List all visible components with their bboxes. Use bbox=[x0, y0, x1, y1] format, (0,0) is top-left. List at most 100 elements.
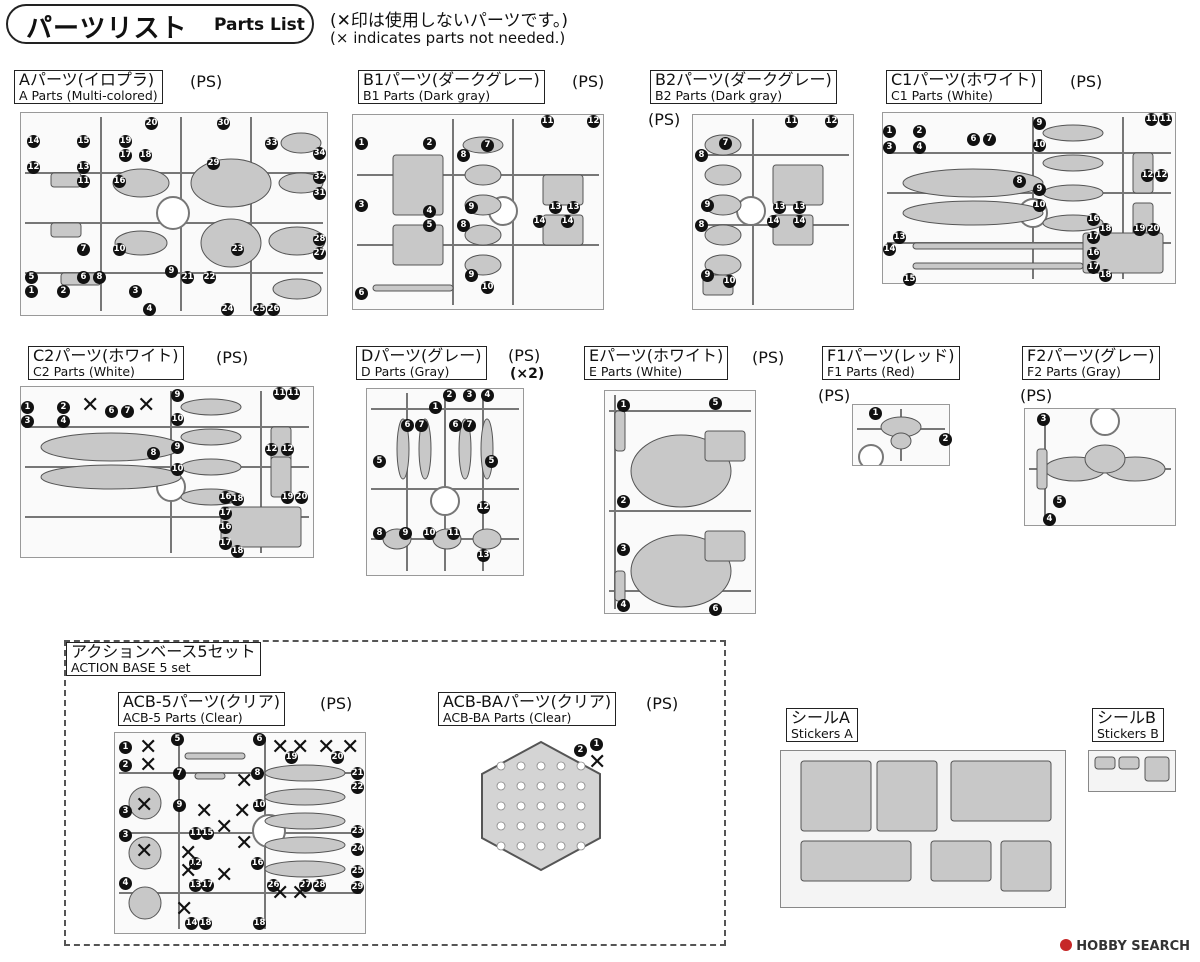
part-number-acb5: 10 bbox=[253, 799, 266, 812]
plastic-part bbox=[264, 812, 346, 830]
plastic-part bbox=[180, 458, 242, 476]
part-number-f1: 2 bbox=[939, 433, 952, 446]
hobby-logo-icon bbox=[1060, 939, 1073, 951]
part-number-d: 10 bbox=[423, 527, 436, 540]
part-number-c2: 6 bbox=[105, 405, 118, 418]
page-title-en: Parts List bbox=[214, 15, 305, 35]
runner-b1-label: B1パーツ(ダークグレー) B1 Parts (Dark gray) bbox=[358, 70, 545, 104]
not-needed-x-icon: ✕ bbox=[81, 393, 100, 418]
not-needed-x-icon: ✕ bbox=[135, 793, 154, 818]
plastic-part bbox=[890, 432, 912, 450]
part-number-acb5: 25 bbox=[351, 865, 364, 878]
part-number-acb5: 15 bbox=[201, 827, 214, 840]
part-number-c2: 11 bbox=[273, 387, 286, 400]
brand-site-label: HOBBY SEARCH bbox=[1076, 939, 1190, 954]
part-number-b1: 13 bbox=[567, 201, 580, 214]
runner-acb5-name-jp: ACB-5パーツ(クリア) bbox=[123, 692, 280, 711]
runner-b2-art bbox=[697, 119, 849, 305]
part-number-c2: 16 bbox=[219, 521, 232, 534]
part-number-a: 33 bbox=[265, 137, 278, 150]
part-number-acb5: 29 bbox=[351, 881, 364, 894]
part-number-c1: 1 bbox=[883, 125, 896, 138]
plastic-part bbox=[114, 230, 168, 256]
plate-hole bbox=[556, 801, 566, 811]
runner-f2-art bbox=[1029, 409, 1171, 521]
runner-a-art bbox=[25, 117, 326, 311]
part-number-acb5: 14 bbox=[185, 917, 198, 930]
runner-b2-ps: (PS) bbox=[648, 110, 681, 129]
part-number-c2: 12 bbox=[265, 443, 278, 456]
runner-b2-name-jp: B2パーツ(ダークグレー) bbox=[655, 70, 832, 89]
part-number-b1: 9 bbox=[465, 269, 478, 282]
plastic-part bbox=[128, 836, 162, 870]
part-number-a: 25 bbox=[253, 303, 266, 316]
plastic-part bbox=[912, 242, 1094, 250]
plate-hole bbox=[536, 781, 546, 791]
plate-hole bbox=[576, 841, 586, 851]
runner-acbba-label: ACB-BAパーツ(クリア) ACB-BA Parts (Clear) bbox=[438, 692, 617, 726]
runner-f1-art bbox=[857, 409, 945, 465]
runner-c1-label: C1パーツ(ホワイト) C1 Parts (White) bbox=[886, 70, 1042, 104]
part-number-a: 20 bbox=[145, 117, 158, 130]
part-number-d: 9 bbox=[399, 527, 412, 540]
part-number-b2: 13 bbox=[773, 201, 786, 214]
part-number-acb5: 16 bbox=[251, 857, 264, 870]
not-needed-x-icon: ✕ bbox=[179, 841, 198, 866]
part-number-b1: 3 bbox=[355, 199, 368, 212]
part-number-c1: 12 bbox=[1155, 169, 1168, 182]
runner-ring bbox=[156, 196, 190, 230]
part-number-c2: 10 bbox=[171, 463, 184, 476]
plastic-part bbox=[396, 418, 410, 480]
not-needed-x-icon: ✕ bbox=[588, 750, 607, 775]
plastic-part bbox=[1042, 184, 1104, 202]
part-number-b1: 4 bbox=[423, 205, 436, 218]
runner-acbba-name-en: ACB-BA Parts (Clear) bbox=[443, 709, 572, 725]
action-base-label: アクションベース5セット ACTION BASE 5 set bbox=[66, 642, 261, 676]
runner-e-art bbox=[609, 395, 751, 609]
part-number-c2: 18 bbox=[231, 493, 244, 506]
part-number-acb5: 28 bbox=[313, 879, 326, 892]
plastic-part bbox=[180, 398, 242, 416]
plate-hole bbox=[576, 821, 586, 831]
runner-c1-name-en: C1 Parts (White) bbox=[891, 87, 993, 103]
runner-c2-ps: (PS) bbox=[216, 348, 249, 367]
plastic-part bbox=[128, 886, 162, 920]
plastic-part bbox=[464, 224, 502, 246]
part-number-f2: 4 bbox=[1043, 513, 1056, 526]
plastic-part bbox=[902, 168, 1044, 198]
plate-hole bbox=[516, 801, 526, 811]
part-number-b1: 2 bbox=[423, 137, 436, 150]
runner-acb5-name-en: ACB-5 Parts (Clear) bbox=[123, 709, 243, 725]
part-number-a: 3 bbox=[129, 285, 142, 298]
plastic-part bbox=[40, 464, 182, 490]
part-number-c2: 12 bbox=[281, 443, 294, 456]
plastic-part bbox=[128, 786, 162, 820]
not-needed-x-icon: ✕ bbox=[215, 863, 234, 888]
sticker-b-name-jp: シールB bbox=[1097, 708, 1156, 727]
part-number-acb5: 13 bbox=[189, 879, 202, 892]
runner-e-label: Eパーツ(ホワイト) E Parts (White) bbox=[584, 346, 729, 380]
plastic-part bbox=[1144, 756, 1170, 782]
part-number-d: 13 bbox=[477, 549, 490, 562]
plastic-part bbox=[180, 428, 242, 446]
brand-watermark: HOBBY SEARCH bbox=[1060, 939, 1190, 954]
plastic-part bbox=[950, 760, 1052, 822]
part-number-f1: 1 bbox=[869, 407, 882, 420]
part-number-a: 15 bbox=[77, 135, 90, 148]
part-number-c2: 20 bbox=[295, 491, 308, 504]
part-number-c2: 9 bbox=[171, 389, 184, 402]
part-number-c1: 17 bbox=[1087, 231, 1100, 244]
part-number-a: 7 bbox=[77, 243, 90, 256]
runner-d-name-en: D Parts (Gray) bbox=[361, 363, 450, 379]
part-number-c2: 4 bbox=[57, 415, 70, 428]
part-number-acb5: 6 bbox=[253, 733, 266, 746]
part-number-d: 4 bbox=[481, 389, 494, 402]
part-number-e: 1 bbox=[617, 399, 630, 412]
plastic-part bbox=[264, 764, 346, 782]
part-number-d: 11 bbox=[447, 527, 460, 540]
not-needed-x-icon: ✕ bbox=[175, 897, 194, 922]
sticker-a-name-en: Stickers A bbox=[791, 725, 853, 741]
part-number-b1: 12 bbox=[587, 115, 600, 128]
